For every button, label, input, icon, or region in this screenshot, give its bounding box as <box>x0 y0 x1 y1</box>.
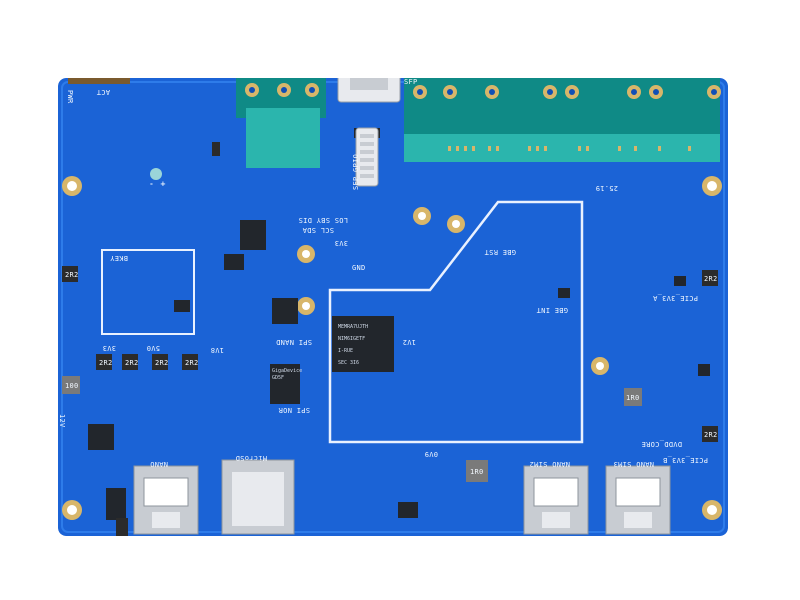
silk-pwr-label: PWR <box>66 90 74 104</box>
silk-0v9-label: 0V9 <box>424 450 438 458</box>
left-shield-outline <box>101 249 195 335</box>
silk-ind5-label: 2R2 <box>185 359 199 367</box>
silk-1v2-label: 1V2 <box>402 338 416 346</box>
soc-marking-line: SEC 3I6 <box>338 360 359 366</box>
silk-pcie3v3b-label: PCIE_3V3_B <box>663 456 708 464</box>
silk-ind6-label: 2R2 <box>704 275 718 283</box>
button[interactable] <box>116 518 128 536</box>
flash-marking-line: GD5F <box>272 375 284 381</box>
silk-sfpio-label: SFP GPIO <box>352 154 360 190</box>
soc-marking-line: I-RUE <box>338 348 353 354</box>
silk-minus-label: - <box>150 180 153 188</box>
silk-pcie3v3a-label: PCIE_3V3_A <box>652 294 698 302</box>
nano-sim-slot-2 <box>523 465 589 535</box>
silk-sfp-label: SFP <box>404 78 418 86</box>
silk-plus-label: + <box>160 180 166 188</box>
silk-gnd-label: GND <box>352 264 366 272</box>
silk-microsd-label: MicroSD <box>235 454 267 462</box>
led <box>150 168 162 180</box>
inductors <box>62 266 718 482</box>
silk-ind1r0a-label: 1R0 <box>626 394 640 402</box>
silk-ind7-label: 2R2 <box>704 431 718 439</box>
silk-spinand-label: SPI NAND <box>276 338 312 346</box>
silk-ind1-label: 2R2 <box>65 271 79 279</box>
silk-gberst-label: GBE RST <box>484 248 516 256</box>
pcb-board: MEMRA7UJTH NIM6IGETF I-RUE SEC 3I6 GigaD… <box>58 78 728 536</box>
soc-marking-line: NIM6IGETF <box>338 336 365 342</box>
silk-sim2-label: NANO SIM2 <box>529 460 570 468</box>
silk-gbeint-label: GBE INT <box>536 306 568 314</box>
silk-3v3top-label: 3V3 <box>334 239 348 247</box>
silk-nano-label: NANO <box>150 460 168 468</box>
pcb-substrate <box>58 78 728 536</box>
soc-marking-line: MEMRA7UJTH <box>338 324 368 330</box>
silk-dvddcore-label: DVDD_CORE <box>641 440 682 448</box>
silk-ind3-label: 2R2 <box>125 359 139 367</box>
nano-sim-slot-1 <box>133 465 199 535</box>
silk-sim3-label: NANO SIM3 <box>613 460 654 468</box>
silk-12v-label: 12V <box>58 414 66 428</box>
silk-5v0-label: 5V0 <box>146 344 160 352</box>
silk-3v3-label: 3V3 <box>102 344 116 352</box>
silk-act-label: ACT <box>96 88 110 96</box>
microsd-slot <box>221 459 295 535</box>
soc-region-outline <box>328 200 584 444</box>
mounting-holes <box>62 176 722 520</box>
silk-ind2-label: 2R2 <box>99 359 113 367</box>
silk-date-label: 25.19 <box>595 184 618 192</box>
silk-ind100-label: 100 <box>65 382 79 390</box>
spi-flash-chips <box>270 298 300 404</box>
silk-spinor-label: SPI NOR <box>278 406 310 414</box>
silk-ind1r0b-label: 1R0 <box>470 468 484 476</box>
silk-1v8-label: 1V8 <box>210 346 224 354</box>
nano-sim-slot-3 <box>605 465 671 535</box>
silk-sclsda-label: SCL SDA <box>302 226 334 234</box>
silk-ind4-label: 2R2 <box>155 359 169 367</box>
silk-lossby-label: LOS SBY DIS <box>298 216 348 224</box>
soc-chip: MEMRA7UJTH NIM6IGETF I-RUE SEC 3I6 <box>332 316 394 372</box>
silk-bkey-label: BKEY <box>109 254 128 262</box>
flash-marking-line: GigaDevice <box>272 368 302 374</box>
